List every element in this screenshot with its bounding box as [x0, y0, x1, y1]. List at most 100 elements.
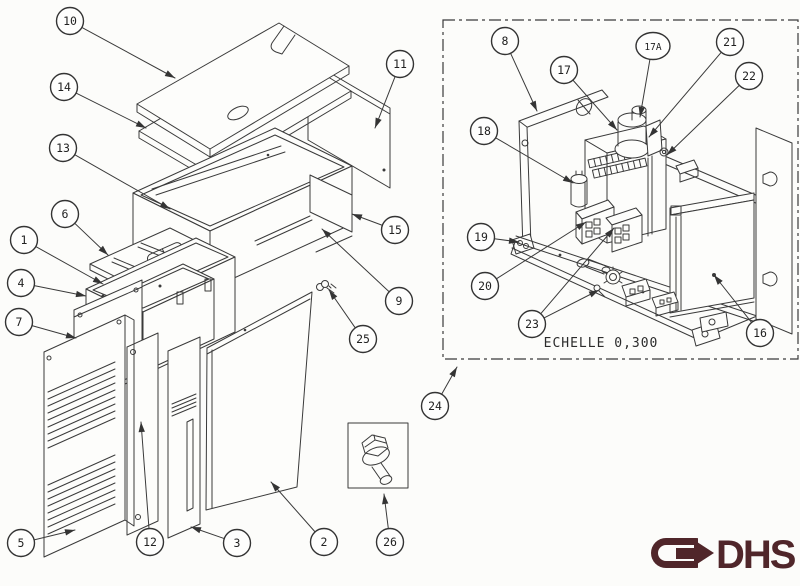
- balloon-9: 9: [321, 228, 414, 316]
- leader-line: [495, 137, 574, 184]
- balloon-number: 10: [63, 14, 77, 28]
- balloon-7: 7: [4, 307, 77, 339]
- balloon-12: 12: [135, 421, 165, 557]
- balloon-circle: [309, 527, 339, 557]
- balloon-number: 8: [502, 34, 509, 48]
- balloon-23: 23: [517, 227, 615, 339]
- logo-text: DHS: [716, 533, 796, 577]
- balloon-number: 4: [18, 276, 25, 290]
- balloon-number: 5: [18, 536, 25, 550]
- balloon-16: 16: [713, 274, 775, 348]
- louver-group-lower: [47, 454, 116, 535]
- part-5-vented-panel: [43, 314, 135, 558]
- part-18-capacitor: [570, 170, 588, 208]
- part-12-rear-narrow-panel: [126, 332, 159, 536]
- balloon-circle: [469, 116, 499, 146]
- leader-arrowhead: [164, 70, 175, 78]
- cabinet-exploded-view: [43, 22, 409, 558]
- balloon-20: 20: [470, 221, 587, 301]
- balloon-number: 11: [393, 57, 407, 71]
- leader-arrowhead: [191, 527, 202, 534]
- balloon-circle: [549, 55, 579, 85]
- balloon-circle: [715, 27, 745, 57]
- relay-block-a: [575, 199, 615, 245]
- balloon-circle: [635, 31, 671, 61]
- balloon-22: 22: [666, 61, 764, 156]
- leader-arrowhead: [159, 201, 170, 209]
- hex-bolt-drawing: [361, 434, 393, 485]
- leader-arrowhead: [135, 120, 146, 128]
- leader-arrowhead: [529, 100, 537, 111]
- balloon-circle: [745, 318, 775, 348]
- leader-arrowhead: [449, 367, 457, 378]
- balloon-number: 12: [143, 535, 157, 549]
- leader-line: [648, 51, 722, 138]
- leader-line: [543, 289, 600, 319]
- balloon-number: 9: [396, 294, 403, 308]
- scale-label: ECHELLE 0,300: [544, 336, 659, 351]
- balloon-21: 21: [648, 27, 745, 138]
- balloon-5: 5: [6, 528, 76, 558]
- leader-arrowhead: [64, 529, 75, 536]
- balloon-2: 2: [270, 481, 339, 557]
- leader-arrowhead: [138, 422, 145, 433]
- balloon-circle: [470, 271, 500, 301]
- balloon-circle: [6, 528, 36, 558]
- balloon-number: 14: [57, 80, 71, 94]
- leader-arrowhead: [322, 229, 332, 239]
- balloon-number: 21: [723, 35, 737, 49]
- balloon-circle: [420, 391, 450, 421]
- leader-arrowhead: [508, 237, 519, 244]
- balloon-circle: [466, 222, 496, 252]
- balloon-number: 16: [753, 326, 767, 340]
- balloon-6: 6: [50, 199, 109, 256]
- part-15-inner-panel: [254, 174, 353, 253]
- leader-arrowhead: [638, 106, 645, 117]
- balloon-circle: [490, 26, 520, 56]
- balloon-26: 26: [375, 493, 405, 557]
- balloon-17A: 17A: [635, 31, 671, 118]
- leader-arrowhead: [667, 145, 677, 155]
- leader-line: [510, 52, 538, 112]
- balloon-4: 4: [6, 268, 87, 298]
- leader-arrowhead: [562, 175, 573, 183]
- part-3-slotted-panel: [167, 336, 201, 539]
- balloon-circle: [55, 6, 85, 36]
- inset-dash-border: [442, 19, 799, 360]
- balloon-number: 6: [62, 207, 69, 221]
- leader-arrowhead: [382, 494, 389, 505]
- balloon-circle: [375, 527, 405, 557]
- electrical-inset-detail: ECHELLE 0,300: [442, 19, 799, 360]
- balloon-19: 19: [466, 222, 520, 252]
- balloon-11: 11: [374, 49, 415, 129]
- balloon-number: 7: [16, 315, 23, 329]
- leader-arrowhead: [575, 222, 586, 231]
- louver-group-upper: [47, 361, 116, 449]
- leader-line: [74, 154, 171, 210]
- leader-arrowhead: [271, 482, 281, 492]
- leader-line: [81, 26, 176, 79]
- balloon-circle: [385, 49, 415, 79]
- balloon-circle: [9, 225, 39, 255]
- balloon-8: 8: [490, 26, 538, 112]
- balloon-number: 3: [234, 536, 241, 550]
- leader-line: [75, 92, 147, 129]
- leader-arrowhead: [605, 228, 614, 238]
- balloon-circle: [135, 527, 165, 557]
- balloon-18: 18: [469, 116, 574, 184]
- balloon-1: 1: [9, 225, 104, 285]
- balloon-number: 26: [383, 535, 397, 549]
- balloon-14: 14: [49, 72, 147, 129]
- leader-arrowhead: [649, 127, 658, 137]
- balloon-25: 25: [328, 289, 378, 354]
- leader-arrowhead: [588, 290, 599, 298]
- leader-line: [540, 227, 615, 315]
- leader-arrowhead: [92, 276, 103, 284]
- part-10-top-cover: [136, 22, 350, 158]
- balloon-circle: [734, 61, 764, 91]
- balloon-number: 13: [56, 141, 70, 155]
- dhs-logo: DHS: [651, 533, 798, 577]
- relay-block-b: [605, 207, 643, 253]
